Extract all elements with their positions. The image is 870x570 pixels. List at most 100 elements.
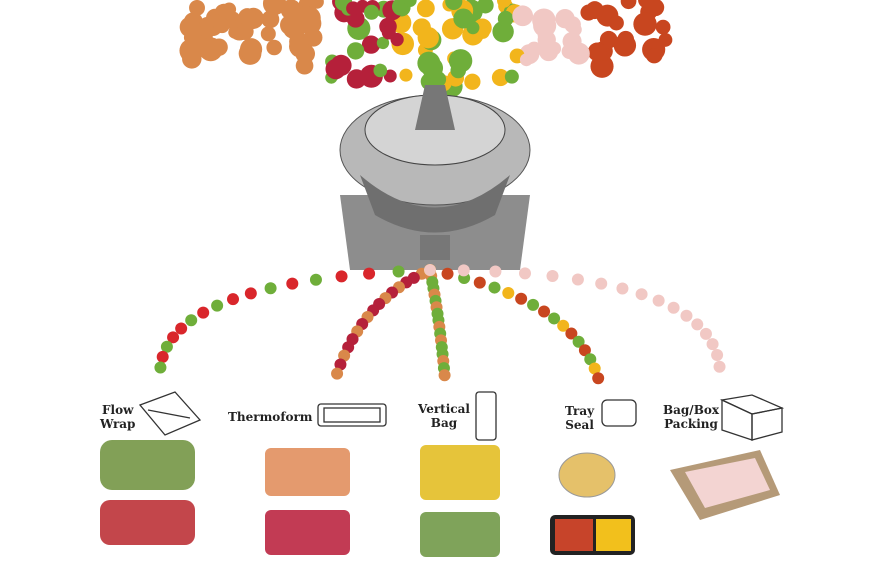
food-piece [635, 288, 648, 301]
food-piece [450, 62, 467, 79]
chicken-thermoform-pack [265, 448, 350, 496]
food-piece [438, 369, 451, 382]
food-piece [502, 286, 515, 299]
food-piece [491, 68, 510, 87]
food-piece [557, 319, 570, 332]
packaged-products [100, 440, 780, 557]
food-piece [592, 372, 605, 385]
falling-food-pile [179, 0, 673, 98]
thermoform-tray-icon [317, 403, 387, 427]
food-piece [473, 276, 486, 289]
food-piece [185, 314, 198, 327]
food-piece [548, 312, 561, 325]
food-piece [264, 0, 278, 10]
vertical-bag-icon [475, 391, 497, 441]
food-piece [466, 21, 480, 35]
food-piece [264, 282, 277, 295]
food-piece [588, 362, 601, 375]
food-piece [417, 26, 439, 49]
food-piece [167, 331, 180, 344]
food-piece [309, 273, 322, 286]
packaging-label-tray-seal: Tray Seal [565, 404, 594, 432]
mixed-veg-bag [420, 512, 500, 557]
packaging-label-thermoform: Thermoform [228, 410, 313, 424]
food-piece [197, 306, 210, 319]
food-piece [383, 69, 397, 83]
food-piece [608, 15, 624, 31]
food-piece [578, 344, 591, 357]
food-piece [217, 3, 231, 17]
packaging-label-line: Wrap [100, 417, 136, 431]
packaging-label-line: Packing [664, 417, 718, 431]
food-piece [399, 68, 413, 82]
noodle-bowl-tray [558, 452, 616, 498]
food-piece [488, 281, 501, 294]
food-piece [330, 54, 352, 76]
food-piece [445, 0, 463, 11]
food-piece [334, 358, 347, 371]
food-piece [239, 38, 263, 61]
food-piece [489, 265, 502, 278]
food-piece [346, 1, 361, 16]
food-piece [286, 277, 299, 290]
food-piece [667, 301, 680, 314]
food-piece [699, 327, 712, 340]
food-piece [638, 0, 654, 9]
food-piece [280, 14, 301, 36]
food-piece [537, 27, 553, 43]
food-piece [620, 0, 637, 10]
food-piece [564, 16, 581, 33]
packaging-label-line: Tray [565, 404, 595, 418]
food-piece [527, 298, 540, 311]
food-piece [421, 57, 444, 79]
food-piece [346, 42, 365, 60]
food-piece [595, 277, 608, 290]
food-piece [464, 73, 481, 90]
food-piece [373, 63, 388, 78]
vegetable-vertical-bag [420, 445, 500, 500]
food-piece [154, 361, 167, 374]
packaging-label-line: Flow [102, 403, 134, 417]
packaging-icons [138, 391, 785, 441]
food-piece [160, 340, 173, 353]
food-piece [655, 19, 671, 35]
food-piece [647, 47, 663, 63]
food-piece [266, 39, 282, 56]
tray-seal-icon [601, 399, 637, 427]
food-piece [214, 17, 230, 34]
food-piece [711, 349, 724, 362]
food-piece [364, 4, 380, 20]
food-piece [392, 265, 405, 278]
food-piece [416, 0, 435, 18]
food-piece [633, 12, 657, 36]
food-piece [519, 267, 532, 280]
food-piece [179, 16, 201, 38]
food-piece [457, 264, 470, 277]
food-piece [331, 367, 344, 380]
food-piece [189, 0, 205, 16]
food-piece [565, 327, 578, 340]
food-piece [261, 10, 280, 29]
food-piece [680, 309, 693, 322]
food-piece [238, 8, 257, 26]
food-piece [299, 5, 314, 20]
food-piece [376, 36, 390, 50]
food-piece [515, 292, 528, 305]
food-piece [613, 34, 637, 57]
packaging-label-line: Thermoform [228, 410, 313, 424]
food-piece [691, 318, 704, 331]
salad-flow-pack [100, 440, 195, 490]
packaging-label-vertical-bag: Vertical Bag [418, 402, 470, 430]
food-piece [346, 69, 367, 89]
food-piece [567, 42, 590, 65]
food-piece [587, 42, 607, 62]
food-piece [403, 0, 417, 7]
food-piece [244, 287, 257, 300]
food-piece [381, 25, 396, 40]
minced-meat-thermoform-pack [265, 510, 350, 555]
food-piece [497, 0, 512, 8]
packaging-label-line: Bag [430, 416, 458, 430]
food-piece [571, 273, 584, 286]
